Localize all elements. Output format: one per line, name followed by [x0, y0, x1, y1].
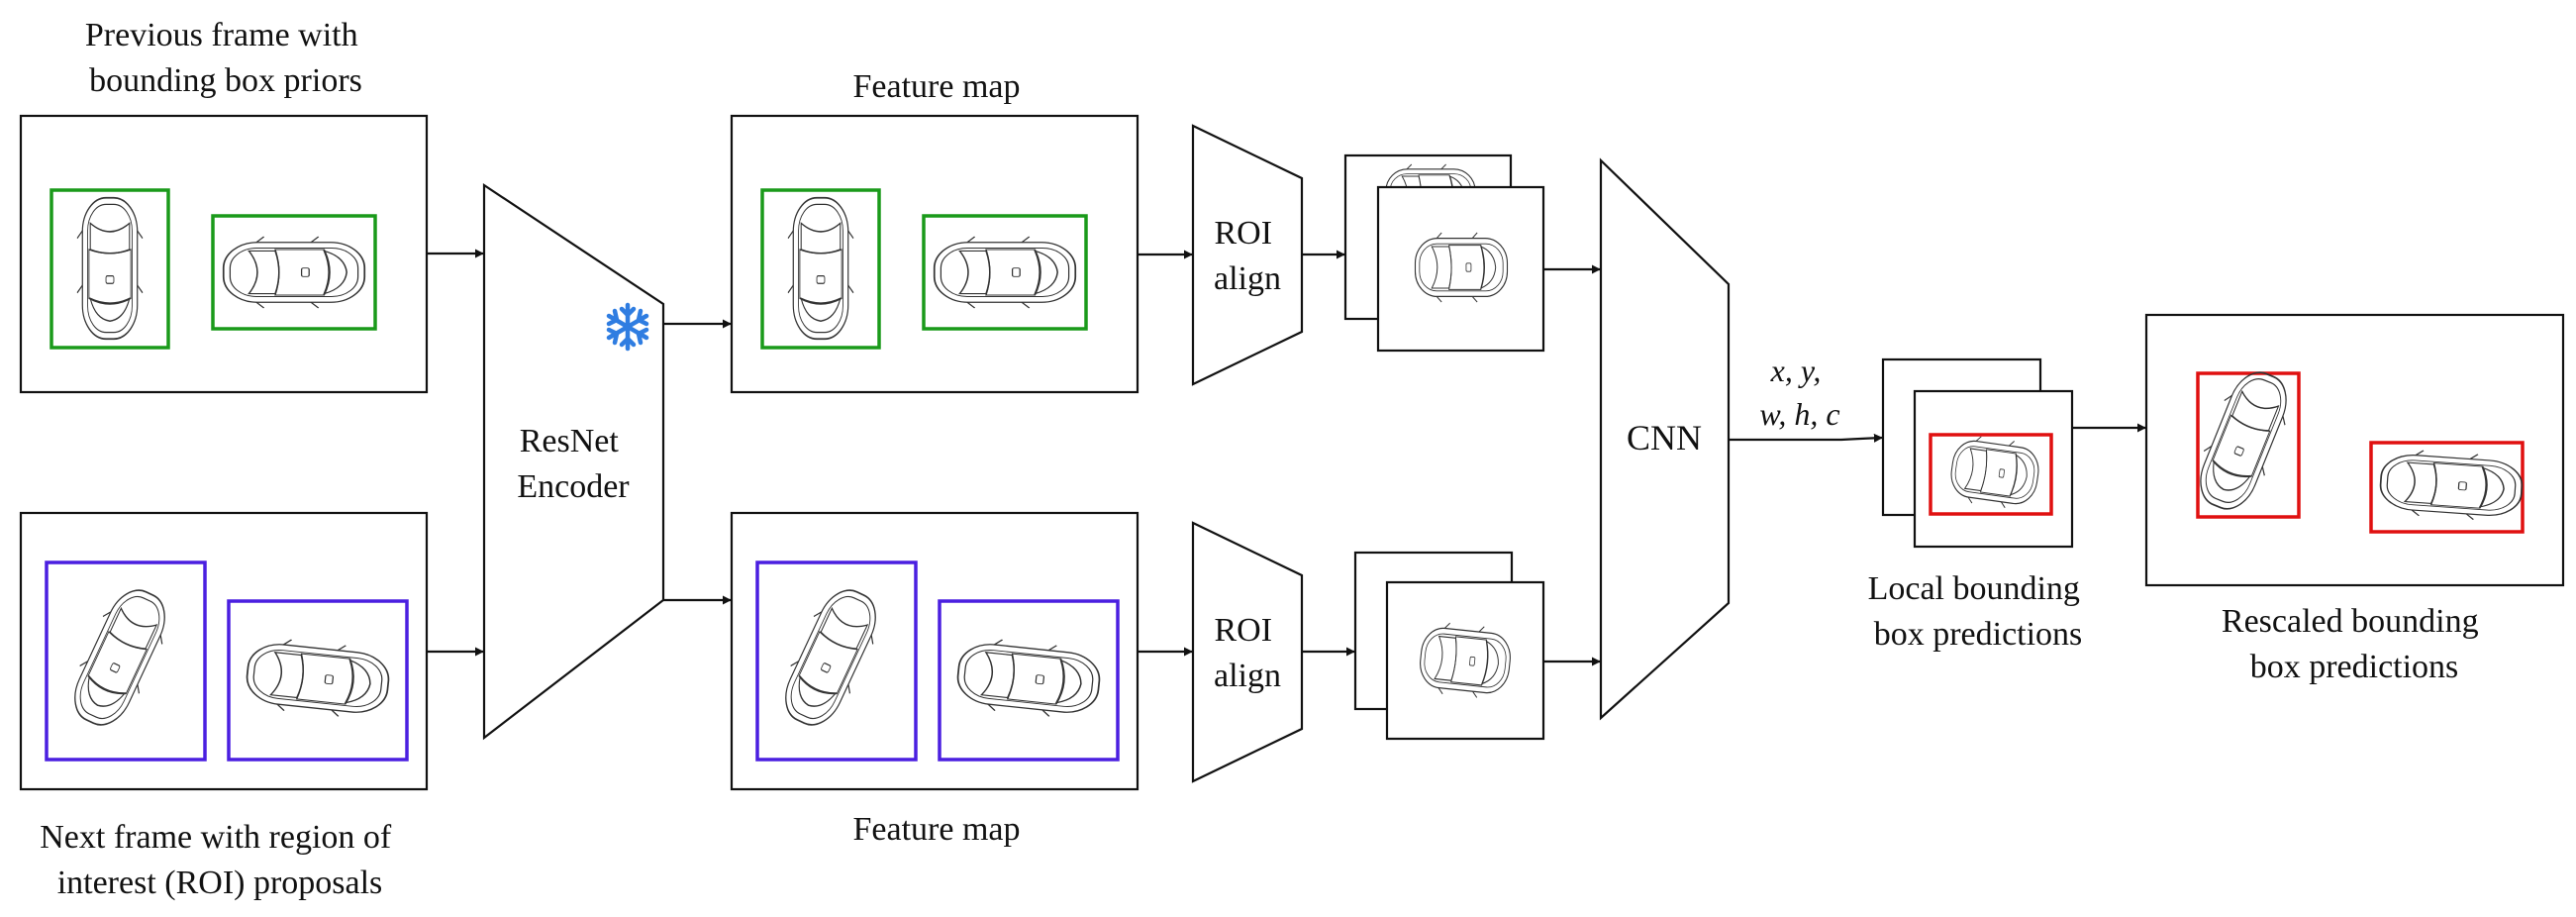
encoder-label: ResNet Encoder	[517, 423, 630, 505]
roi-crops-top	[1343, 153, 1545, 353]
connector-arrows	[427, 249, 2146, 666]
proposal-box-1	[755, 560, 918, 762]
snowflake-icon	[606, 302, 649, 352]
feature-map-bottom	[730, 511, 1139, 791]
proposal-box-2	[227, 599, 409, 762]
cnn-label: CNN	[1627, 418, 1702, 458]
feature-map-bottom-label: Feature map	[853, 811, 1021, 848]
proposal-box-2	[938, 599, 1120, 762]
roi-align-top-block: ROI align	[1191, 124, 1304, 386]
rescaled-pred-label: Rescaled bounding box predictions	[2222, 603, 2487, 685]
proposal-box-1	[45, 560, 207, 762]
prior-box-2	[211, 214, 377, 331]
next-frame-panel	[19, 511, 429, 791]
outputs-label: x, y, w, h, c	[1759, 353, 1839, 432]
resnet-encoder-block: ResNet Encoder	[482, 182, 665, 741]
roi-align-bottom-label: ROI align	[1214, 612, 1281, 694]
prediction-box-1	[2196, 371, 2301, 519]
next-frame-label: Next frame with region of interest (ROI)…	[40, 819, 400, 901]
roi-align-bottom-block: ROI align	[1191, 521, 1304, 783]
prev-frame-label: Previous frame with bounding box priors	[85, 17, 366, 99]
cnn-block: CNN	[1599, 157, 1731, 721]
prior-box-1	[760, 188, 881, 350]
prior-box-2	[922, 214, 1088, 331]
roi-align-top-label: ROI align	[1214, 215, 1281, 297]
prior-box-1	[50, 188, 170, 350]
rescaled-predictions-panel: Rescaled bounding box predictions	[2144, 313, 2565, 685]
roi-crops-bottom	[1353, 551, 1545, 741]
prediction-box	[1929, 433, 2053, 516]
local-pred-label: Local bounding box predictions	[1868, 570, 2089, 653]
feature-map-top-label: Feature map	[853, 68, 1021, 105]
feature-map-top	[730, 114, 1139, 394]
previous-frame-panel	[19, 114, 429, 394]
local-predictions: Local bounding box predictions	[1868, 357, 2089, 653]
